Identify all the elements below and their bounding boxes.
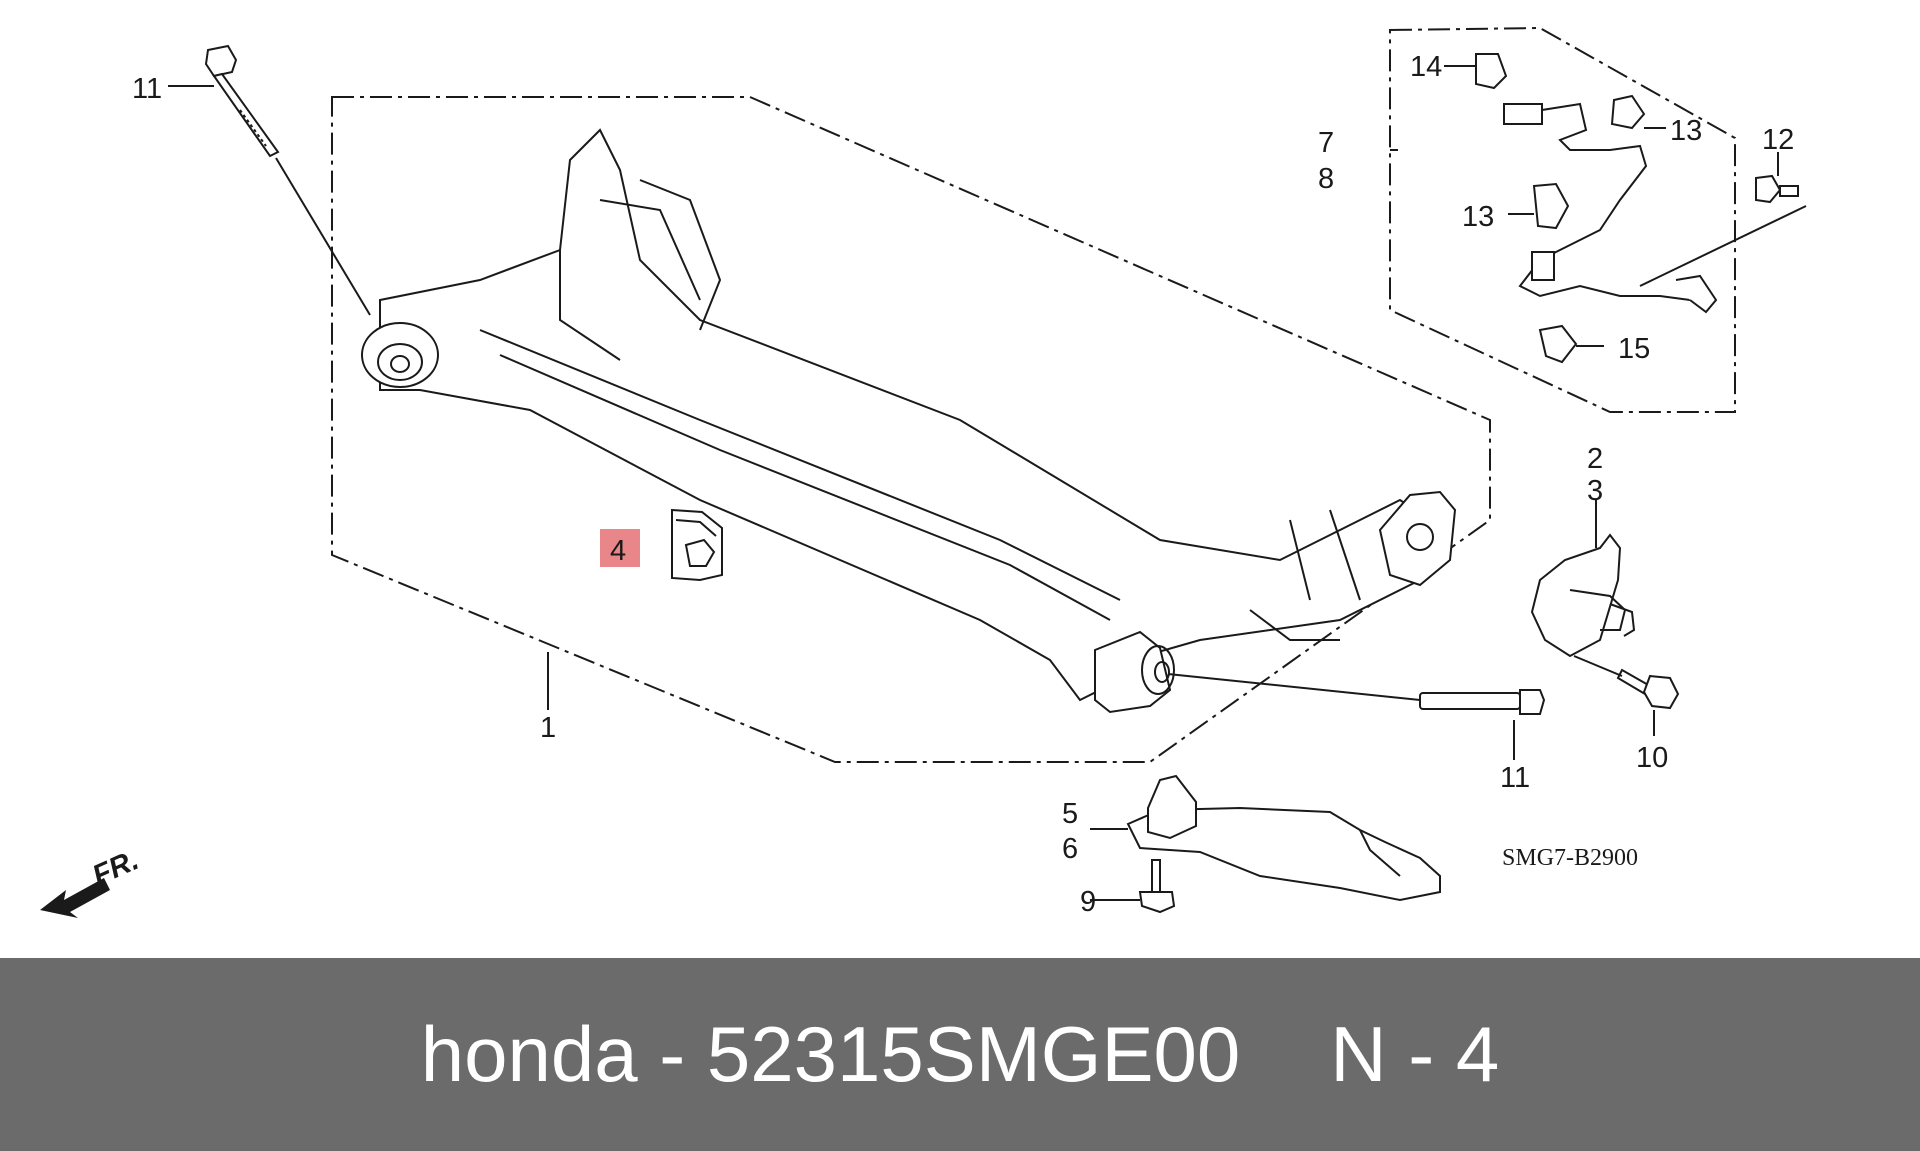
hub-spindle	[1530, 533, 1636, 658]
callout-12: 12	[1762, 124, 1794, 156]
callout-15: 15	[1618, 333, 1650, 365]
callout-8: 8	[1318, 163, 1334, 195]
clip-13-a	[1610, 94, 1646, 130]
callout-13-a: 13	[1670, 115, 1702, 147]
beam-hub-flange	[1378, 490, 1457, 587]
bolt-9	[1138, 859, 1176, 914]
callout-5: 5	[1062, 798, 1078, 830]
mount-part-4	[671, 508, 723, 582]
callout-3: 3	[1587, 475, 1603, 507]
clip-14	[1475, 53, 1508, 90]
sensor-group-boundary	[1389, 26, 1736, 413]
callout-2: 2	[1587, 443, 1603, 475]
callout-11-top: 11	[132, 73, 162, 105]
clip-13-b	[1532, 182, 1570, 230]
callout-10: 10	[1636, 742, 1668, 774]
clip-15	[1538, 324, 1578, 364]
bolt-11-bottom	[1419, 689, 1546, 715]
bolt-12	[1755, 174, 1799, 204]
bolt-10	[1616, 668, 1680, 710]
left-bushing	[361, 322, 439, 388]
diagram-position: N - 4	[1330, 1010, 1500, 1098]
front-arrow-icon	[40, 878, 110, 918]
callout-4: 4	[610, 535, 626, 567]
highlight-box	[600, 529, 640, 567]
callout-11-bottom: 11	[1500, 762, 1530, 794]
right-bushing	[1094, 630, 1175, 714]
callout-6: 6	[1062, 833, 1078, 865]
callout-13-b: 13	[1462, 201, 1494, 233]
rear-axle-beam	[379, 128, 1432, 702]
callout-1: 1	[540, 712, 556, 744]
parts-diagram: 1 2 3 4 5 6 7 8 9 10 11 11 12 13 13 14 1…	[40, 26, 1807, 918]
part-caption-bar: honda - 52315SMGE00 N - 4	[0, 958, 1920, 1151]
bolt-11-top	[204, 44, 280, 158]
diagram-code: SMG7-B2900	[1502, 845, 1638, 871]
callout-9: 9	[1080, 886, 1096, 918]
brand-part-number: honda - 52315SMGE00	[420, 1010, 1241, 1098]
callout-7: 7	[1318, 127, 1334, 159]
callout-14: 14	[1410, 51, 1442, 83]
trailing-arm	[1126, 774, 1441, 902]
wheel-sensor-wire	[1503, 102, 1718, 314]
